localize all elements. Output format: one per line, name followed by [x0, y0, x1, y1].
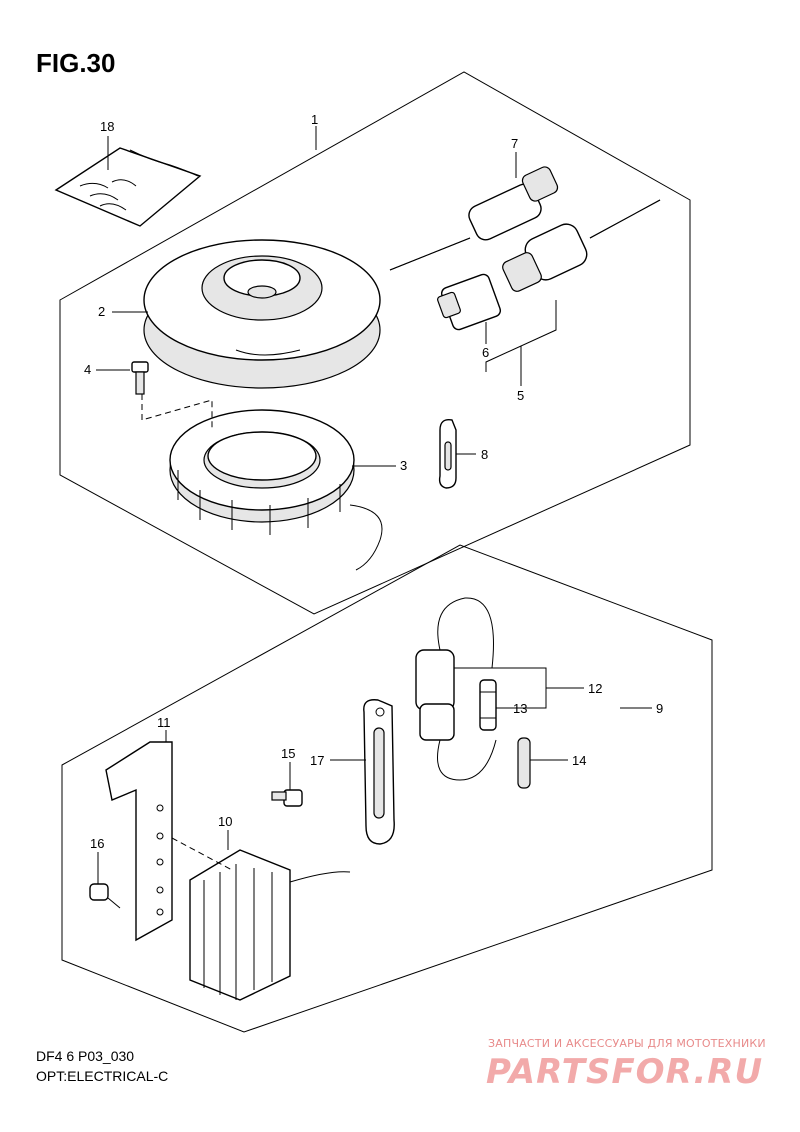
screw-part-15	[271, 789, 303, 807]
strap-part-17	[363, 699, 395, 845]
footer-model-code: DF4 6 P03_030	[36, 1048, 135, 1064]
leader-12	[454, 667, 547, 709]
callout-13: 13	[513, 701, 527, 716]
callout-15: 15	[281, 746, 295, 761]
connector-part-6	[437, 273, 502, 331]
callout-16: 16	[90, 836, 104, 851]
callout-17: 17	[310, 753, 324, 768]
callout-6: 6	[482, 345, 489, 360]
callout-3: 3	[400, 458, 407, 473]
plate-part-11	[105, 741, 173, 942]
clamp-part-8	[438, 419, 457, 489]
callout-7: 7	[511, 136, 518, 151]
bolt-part-4	[131, 361, 149, 395]
terminal-part-16	[89, 883, 121, 909]
guide-line-4-3	[141, 394, 213, 430]
fuse-part-14	[517, 737, 531, 789]
connector-part-5	[502, 199, 661, 292]
callout-18: 18	[100, 119, 114, 134]
connector-part-7	[389, 166, 559, 271]
guide-line-11-10	[171, 837, 233, 871]
callout-4: 4	[84, 362, 91, 377]
bag-part-18	[54, 147, 202, 227]
rectifier-part-10	[189, 849, 351, 1001]
watermark-brand: PARTSFOR.RU	[486, 1052, 764, 1092]
kit-1-outline	[59, 71, 691, 615]
callout-12: 12	[588, 681, 602, 696]
footer-section-name: OPT:ELECTRICAL-C	[36, 1068, 169, 1084]
stator-part-3	[169, 409, 383, 571]
callout-14: 14	[572, 753, 586, 768]
fuse-holder-part-12	[415, 597, 497, 781]
callout-8: 8	[481, 447, 488, 462]
watermark-tagline: ЗАПЧАСТИ И АКСЕССУАРЫ ДЛЯ МОТОТЕХНИКИ	[488, 1037, 766, 1050]
callout-1: 1	[311, 112, 318, 127]
callout-11: 11	[157, 715, 171, 730]
callout-9: 9	[656, 701, 663, 716]
callout-5: 5	[517, 388, 524, 403]
fuse-part-13	[479, 679, 497, 731]
callout-2: 2	[98, 304, 105, 319]
flywheel-part-2	[143, 239, 381, 389]
kit-9-outline	[61, 544, 713, 1033]
figure-title: FIG.30	[36, 48, 116, 78]
callout-10: 10	[218, 814, 232, 829]
